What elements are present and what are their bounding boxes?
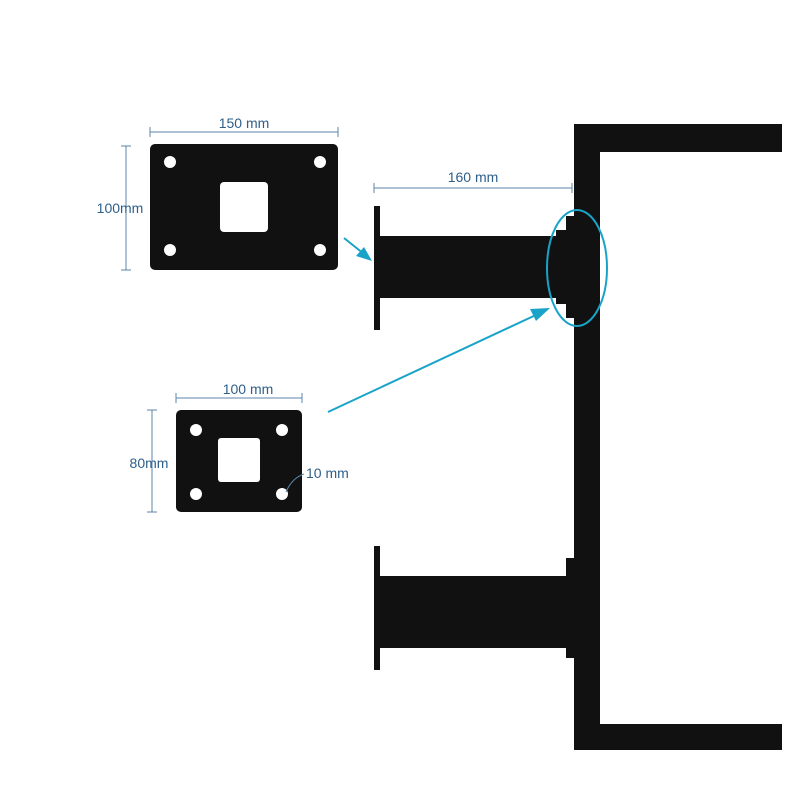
small-plate-arrow <box>327 308 550 413</box>
small-plate-height-label: 80mm <box>130 455 169 471</box>
bracket-length-label: 160 mm <box>448 169 499 185</box>
wall-frame <box>574 124 782 750</box>
lower-bracket <box>374 546 574 670</box>
bolt-hole <box>190 424 202 436</box>
bolt-hole <box>276 424 288 436</box>
small-plate-height-dimension: 80mm <box>130 409 169 513</box>
bolt-hole <box>164 244 176 256</box>
square-cutout <box>218 438 260 482</box>
bolt-hole <box>314 244 326 256</box>
bolt-hole <box>190 488 202 500</box>
hole-diameter-label: 10 mm <box>306 465 349 481</box>
small-mounting-plate <box>176 410 302 512</box>
bolt-hole <box>164 156 176 168</box>
small-plate-width-label: 100 mm <box>223 381 274 397</box>
large-plate-height-dimension: 100mm <box>97 145 144 271</box>
bracket-length-dimension: 160 mm <box>373 169 573 193</box>
bolt-hole <box>314 156 326 168</box>
large-mounting-plate <box>150 144 338 270</box>
large-plate-height-label: 100mm <box>97 200 144 216</box>
highlight-ellipse <box>546 209 608 327</box>
small-plate-width-dimension: 100 mm <box>175 381 303 403</box>
bolt-hole <box>276 488 288 500</box>
square-cutout <box>220 182 268 232</box>
upper-bracket <box>374 206 574 330</box>
large-plate-arrow <box>343 237 372 261</box>
large-plate-width-dimension: 150 mm <box>149 115 339 137</box>
hole-diameter-dimension: 10 mm <box>285 465 349 493</box>
large-plate-width-label: 150 mm <box>219 115 270 131</box>
